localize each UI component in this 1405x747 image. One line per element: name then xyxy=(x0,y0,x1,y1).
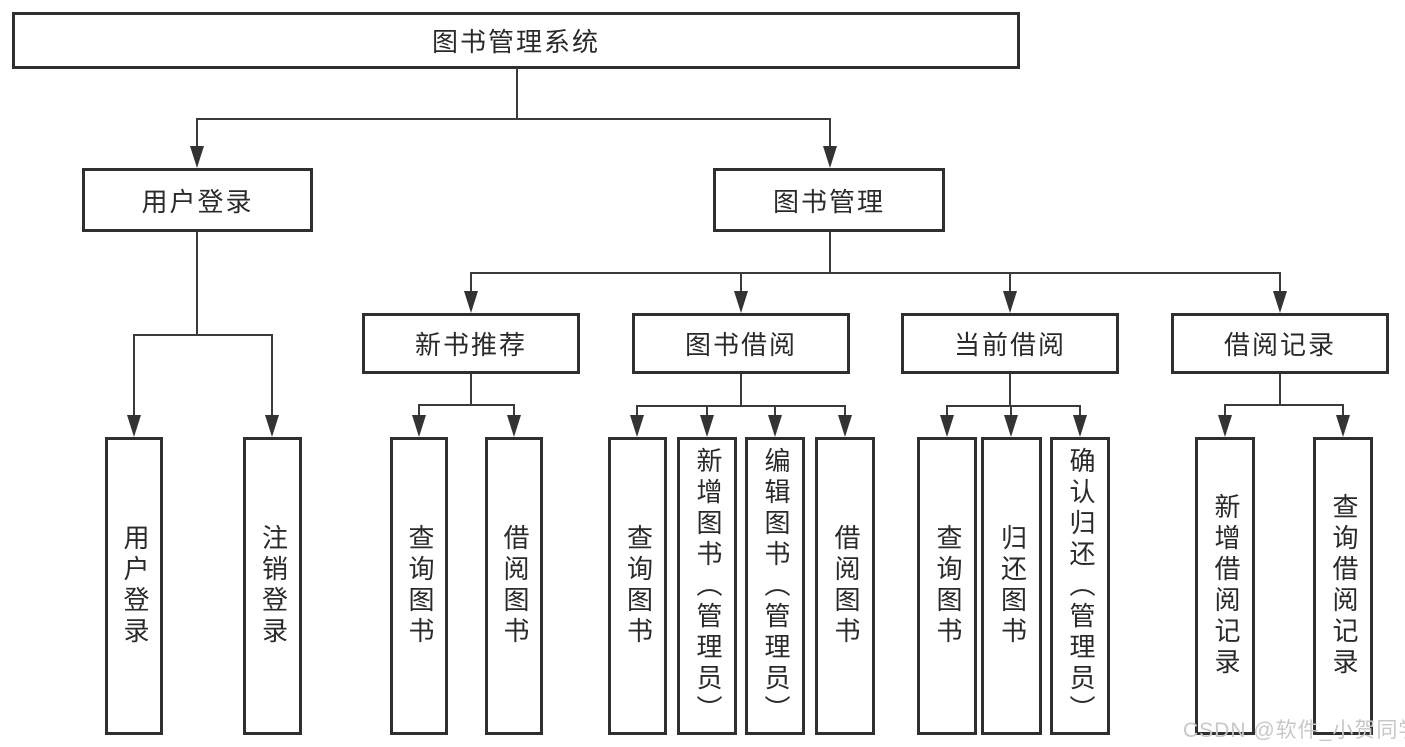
csdn-watermark: CSDN @软件_小贺同学 xyxy=(1183,719,1405,742)
node-borrowing-records: 借阅记录 xyxy=(1171,313,1389,374)
connector-line xyxy=(1079,407,1081,417)
node-book-management: 图书管理 xyxy=(713,168,945,232)
node-book-borrowing: 图书借阅 xyxy=(632,313,850,374)
node-leaf-borrow-books-recommend: 借阅图书 xyxy=(485,437,543,735)
node-leaf-add-books-admin: 新增图书（管理员） xyxy=(677,437,737,735)
connector-line xyxy=(133,334,273,336)
connector-line xyxy=(740,374,742,407)
connector-line xyxy=(774,407,776,417)
node-leaf-query-books-recommend: 查询图书 xyxy=(390,437,448,735)
connector-line xyxy=(133,336,135,417)
connector-line xyxy=(740,274,742,292)
node-new-book-recommend: 新书推荐 xyxy=(362,313,580,374)
node-leaf-edit-books-admin: 编辑图书（管理员） xyxy=(745,437,805,735)
arrow-down-icon xyxy=(940,415,954,437)
arrow-down-icon xyxy=(838,415,852,437)
arrow-down-icon xyxy=(734,291,748,313)
connector-line xyxy=(1009,274,1011,292)
node-leaf-query-books-current: 查询图书 xyxy=(917,437,977,735)
arrow-down-icon xyxy=(1003,291,1017,313)
node-user-login: 用户登录 xyxy=(82,168,313,232)
node-leaf-add-borrow-record: 新增借阅记录 xyxy=(1195,437,1255,735)
arrow-down-icon xyxy=(1273,291,1287,313)
connector-line xyxy=(516,68,518,119)
connector-line xyxy=(271,336,273,417)
node-current-borrowing: 当前借阅 xyxy=(901,313,1119,374)
arrow-down-icon xyxy=(823,146,837,168)
connector-line xyxy=(196,119,198,148)
arrow-down-icon xyxy=(190,146,204,168)
arrow-down-icon xyxy=(1073,415,1087,437)
arrow-down-icon xyxy=(1218,415,1232,437)
arrow-down-icon xyxy=(127,415,141,437)
arrow-down-icon xyxy=(507,415,521,437)
node-leaf-borrow-books: 借阅图书 xyxy=(815,437,875,735)
connector-line xyxy=(418,406,420,417)
node-leaf-return-books: 归还图书 xyxy=(981,437,1042,735)
connector-line xyxy=(470,374,472,406)
connector-line xyxy=(946,405,1081,407)
node-leaf-query-borrow-record: 查询借阅记录 xyxy=(1313,437,1373,735)
connector-line xyxy=(196,232,198,335)
arrow-down-icon xyxy=(265,415,279,437)
connector-line xyxy=(1279,374,1281,406)
connector-line xyxy=(1009,374,1011,407)
connector-line xyxy=(418,404,515,406)
node-leaf-confirm-return-admin: 确认归还（管理员） xyxy=(1050,437,1110,735)
connector-line xyxy=(470,272,1281,274)
arrow-down-icon xyxy=(1336,415,1350,437)
arrow-down-icon xyxy=(630,415,644,437)
connector-line xyxy=(513,406,515,417)
connector-line xyxy=(946,407,948,417)
connector-line xyxy=(829,232,831,273)
connector-line xyxy=(1010,407,1012,417)
arrow-down-icon xyxy=(1004,415,1018,437)
node-leaf-logout: 注销登录 xyxy=(243,437,302,735)
connector-line xyxy=(1224,404,1344,406)
connector-line xyxy=(1224,406,1226,417)
connector-line xyxy=(636,405,846,407)
connector-line xyxy=(1279,274,1281,292)
node-book-management-system: 图书管理系统 xyxy=(12,12,1020,69)
connector-line xyxy=(196,118,831,120)
connector-line xyxy=(1342,406,1344,417)
connector-line xyxy=(636,407,638,417)
arrow-down-icon xyxy=(700,415,714,437)
arrow-down-icon xyxy=(768,415,782,437)
node-leaf-query-books-borrowing: 查询图书 xyxy=(608,437,667,735)
arrow-down-icon xyxy=(464,291,478,313)
connector-line xyxy=(470,274,472,292)
arrow-down-icon xyxy=(412,415,426,437)
connector-line xyxy=(706,407,708,417)
connector-line xyxy=(844,407,846,417)
node-leaf-user-login: 用户登录 xyxy=(105,437,163,735)
connector-line xyxy=(829,119,831,148)
